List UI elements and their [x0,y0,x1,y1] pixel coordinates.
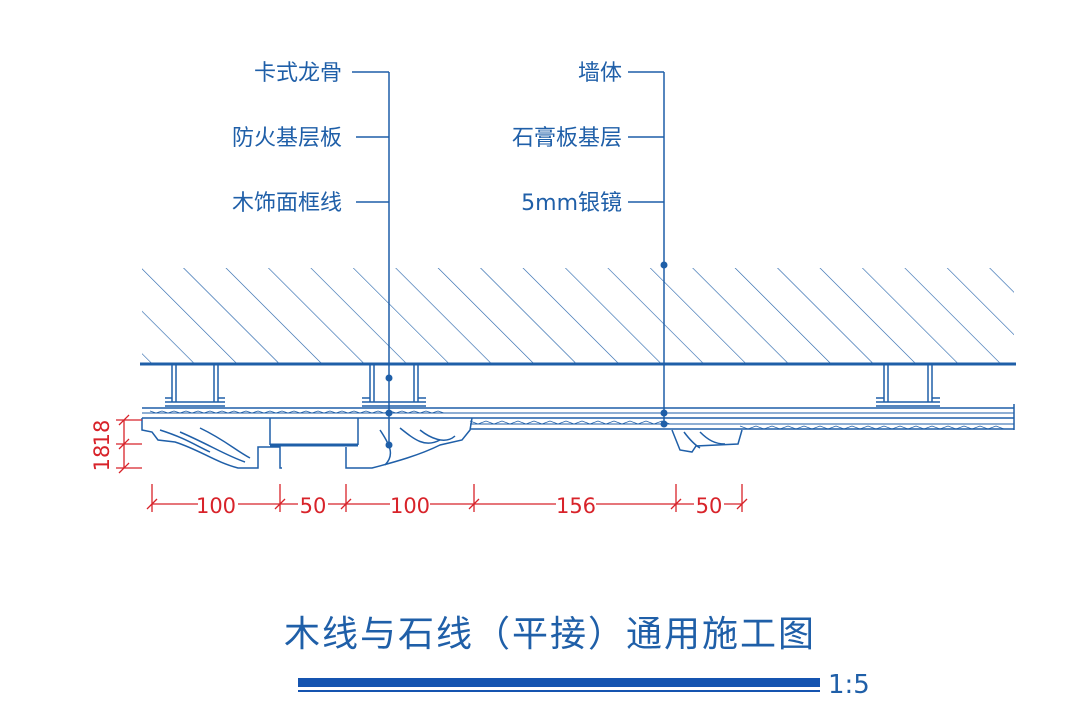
scale-label: 1:5 [828,670,870,700]
wall-section [140,268,1016,366]
label-gypsum-base: 石膏板基层 [512,126,622,151]
mirror-trim [671,429,743,453]
label-wall: 墙体 [578,61,622,86]
title-underline-thick [298,678,820,687]
dim-v-2: 18 [90,445,114,472]
wood-trim-center [345,417,473,469]
dim-4: 156 [556,494,596,518]
wood-trim-left [141,418,282,469]
leader-dots [385,261,668,449]
keel-1 [165,364,225,407]
label-keel: 卡式龙骨 [254,61,342,86]
dim-v-1: 18 [90,420,114,447]
label-mirror: 5mm银镜 [521,191,622,216]
keel-3 [876,364,940,407]
label-fireboard: 防火基层板 [232,126,342,151]
dim-3: 100 [390,494,430,518]
dim-2: 50 [300,494,327,518]
drawing-title: 木线与石线（平接）通用施工图 [284,614,816,655]
board-layers [142,404,1015,430]
title-underline-thin [298,690,820,692]
label-wood-trim: 木饰面框线 [232,191,342,216]
wood-trim-profiles [141,417,743,469]
vertical-dimensions [116,414,142,474]
keel-hangers [165,364,940,407]
horizontal-dimensions [146,484,748,512]
dim-5: 50 [696,494,723,518]
dim-1: 100 [196,494,236,518]
keel-2 [362,364,426,407]
leader-lines [352,71,665,445]
